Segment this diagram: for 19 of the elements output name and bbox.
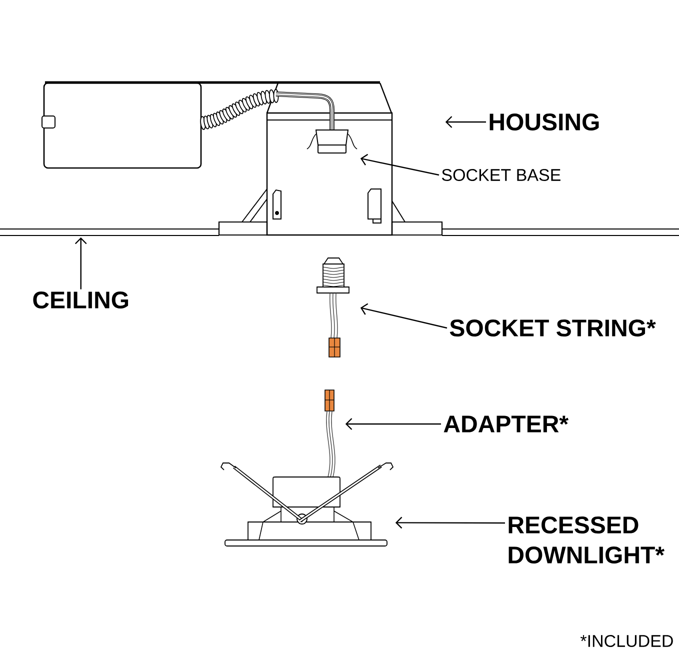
housing-drawing — [42, 81, 443, 236]
ceiling-line — [0, 228, 679, 236]
part-label: SOCKET STRING* — [450, 320, 656, 336]
part-label: ADAPTER* — [444, 416, 568, 432]
connector-drawing — [324, 390, 336, 478]
socket-drawing — [306, 130, 358, 154]
leader-arrow — [395, 516, 505, 529]
part-label: RECESSED DOWNLIGHT* — [508, 516, 664, 564]
socket-string-drawing — [316, 258, 350, 358]
leader-arrow — [74, 237, 87, 290]
leader-arrow — [360, 303, 448, 329]
footnote-text: *INCLUDED — [580, 634, 673, 648]
downlight-drawing — [220, 462, 394, 546]
part-label: HOUSING — [490, 114, 599, 130]
leader-arrow — [345, 418, 441, 430]
part-label: SOCKET BASE — [442, 168, 560, 182]
part-label: CEILING — [33, 292, 128, 308]
leader-arrow — [360, 154, 440, 176]
leader-arrow — [445, 116, 486, 128]
